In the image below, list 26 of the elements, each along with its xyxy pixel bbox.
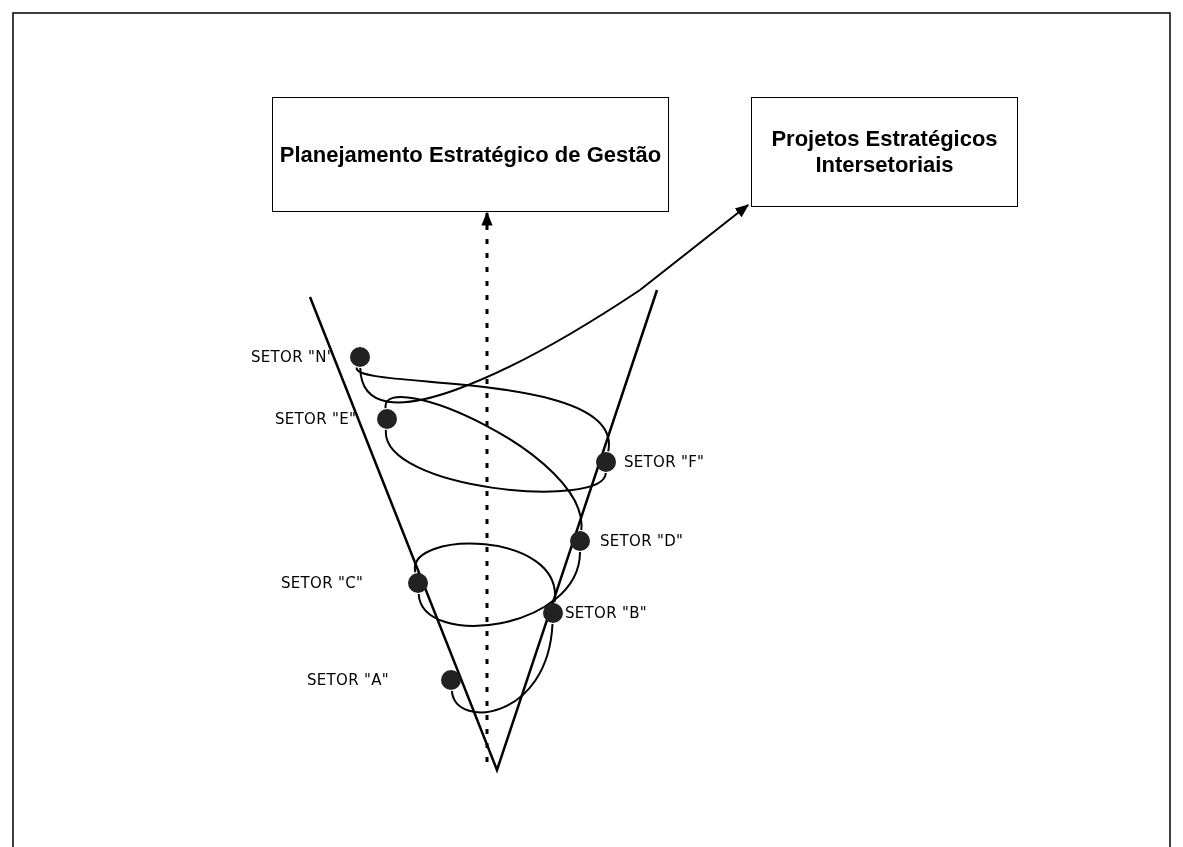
sector-dot [570, 531, 590, 551]
spiral-line [384, 428, 607, 493]
dotted-arrow [481, 211, 493, 762]
spiral-line [450, 623, 554, 714]
sector-label: SETOR "B" [565, 604, 647, 622]
box-title: Projetos Estratégicos Intersetoriais [770, 126, 999, 178]
sector-dot [543, 603, 563, 623]
sector-label: SETOR "N" [251, 348, 334, 366]
sector-label: SETOR "C" [281, 574, 364, 592]
text-box [272, 97, 669, 212]
sector-dot [596, 452, 616, 472]
sector-label: SETOR "F" [624, 453, 705, 471]
spiral-line [414, 542, 556, 604]
sector-label: SETOR "A" [307, 671, 389, 689]
spiral-line [384, 395, 583, 532]
sector-dot [441, 670, 461, 690]
sector-label: SETOR "E" [275, 410, 357, 428]
sector-label: SETOR "D" [600, 532, 684, 550]
sector-dot [377, 409, 397, 429]
sector-dot [350, 347, 370, 367]
spiral-line [417, 551, 581, 627]
spiral-line [355, 366, 610, 453]
text-box [751, 97, 1018, 207]
sector-dot [408, 573, 428, 593]
arrow [359, 204, 750, 403]
box-title: Planejamento Estratégico de Gestão [279, 141, 662, 168]
